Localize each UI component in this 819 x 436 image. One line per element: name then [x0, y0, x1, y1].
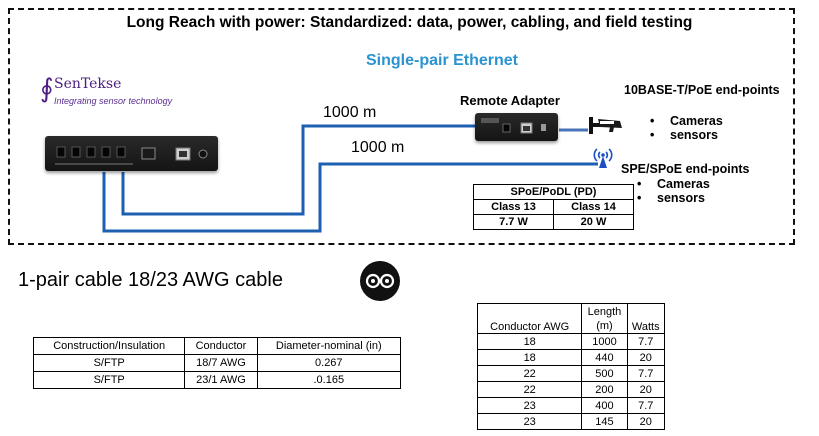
table-cell: 7.7 W	[473, 214, 554, 230]
table-cell: 20 W	[553, 214, 634, 230]
column-header-length: Length (m)	[581, 303, 628, 334]
table-cell: 23	[476, 397, 583, 414]
column-header: Watts	[626, 303, 666, 334]
column-header: Length	[587, 306, 622, 318]
security-camera-icon	[589, 117, 622, 134]
conductor-awg-table: Conductor AWG Length (m) Watts 18 1000 7…	[476, 303, 666, 430]
table-row: S/FTP 18/7 AWG 0.267	[32, 354, 402, 372]
list-item: Cameras	[633, 177, 710, 191]
column-header: Diameter-nominal (in)	[256, 337, 402, 355]
table-cell: 20	[626, 349, 666, 366]
table-cell: 7.7	[626, 333, 666, 350]
page-title: Long Reach with power: Standardized: dat…	[126, 14, 693, 31]
cable-construction-table: Construction/Insulation Conductor Diamet…	[32, 337, 402, 389]
table-cell: Class 14	[553, 199, 634, 215]
table-row: 23 400 7.7	[476, 397, 666, 414]
table-cell: 7.7	[626, 365, 666, 382]
tbase-endpoints-title: 10BASE-T/PoE end-points	[624, 83, 780, 97]
cable-length-label-upper: 1000 m	[323, 104, 377, 121]
table-cell: S/FTP	[32, 354, 186, 372]
table-cell: 23/1 AWG	[184, 371, 258, 389]
table-cell: 400	[581, 397, 628, 414]
table-cell: Class 13	[473, 199, 554, 215]
switch-ports-icon	[55, 146, 208, 165]
table-row: 18 440 20	[476, 349, 666, 366]
wireless-antenna-icon	[593, 148, 613, 168]
column-header: Construction/Insulation	[32, 337, 186, 355]
remote-adapter-device	[475, 113, 558, 141]
column-header: Conductor	[184, 337, 258, 355]
table-cell: 1000	[581, 333, 628, 350]
list-item: sensors	[646, 128, 723, 142]
spoe-table-header: SPoE/PoDL (PD)	[473, 184, 634, 200]
cable-to-remote-adapter	[121, 124, 476, 216]
table-cell: S/FTP	[32, 371, 186, 389]
table-row: 22 500 7.7	[476, 365, 666, 382]
cable-length-label-lower: 1000 m	[351, 139, 405, 156]
list-item: Cameras	[646, 114, 723, 128]
twisted-pair-cable-icon	[360, 261, 400, 301]
table-row: 23 145 20	[476, 413, 666, 430]
table-cell: 18	[476, 333, 583, 350]
table-cell: 23	[476, 413, 583, 430]
column-header-unit: (m)	[596, 320, 613, 332]
table-cell: 0.267	[256, 354, 402, 372]
table-cell: 145	[581, 413, 628, 430]
cable-heading: 1-pair cable 18/23 AWG cable	[18, 269, 283, 291]
adapter-ports-icon	[481, 118, 546, 134]
logo-tagline: Integrating sensor technology	[54, 96, 173, 106]
diagram-frame	[8, 8, 795, 245]
table-cell: 500	[581, 365, 628, 382]
table-cell: 7.7	[626, 397, 666, 414]
table-cell: .0.165	[256, 371, 402, 389]
column-header: Conductor AWG	[476, 303, 583, 334]
ethernet-switch-device	[45, 136, 218, 171]
table-cell: 18/7 AWG	[184, 354, 258, 372]
table-cell: 22	[476, 365, 583, 382]
table-cell: 20	[626, 381, 666, 398]
table-row: 22 200 20	[476, 381, 666, 398]
cable-to-spe-endpoint	[102, 162, 598, 233]
table-cell: 440	[581, 349, 628, 366]
spoe-podl-table: SPoE/PoDL (PD) Class 13 Class 14 7.7 W 2…	[473, 184, 634, 230]
table-cell: 20	[626, 413, 666, 430]
logo-name: SenTekse	[54, 76, 122, 92]
table-cell: 200	[581, 381, 628, 398]
table-row: 18 1000 7.7	[476, 333, 666, 350]
spe-endpoints-list: Cameras sensors	[633, 177, 710, 205]
list-item: sensors	[633, 191, 710, 205]
remote-adapter-label: Remote Adapter	[460, 93, 560, 108]
logo-mark: ∮	[40, 74, 54, 104]
diagram-subtitle: Single-pair Ethernet	[365, 52, 519, 69]
tbase-endpoints-list: Cameras sensors	[646, 114, 723, 142]
table-cell: 22	[476, 381, 583, 398]
table-row: S/FTP 23/1 AWG .0.165	[32, 371, 402, 389]
table-cell: 18	[476, 349, 583, 366]
spe-endpoints-title: SPE/SPoE end-points	[621, 162, 750, 176]
